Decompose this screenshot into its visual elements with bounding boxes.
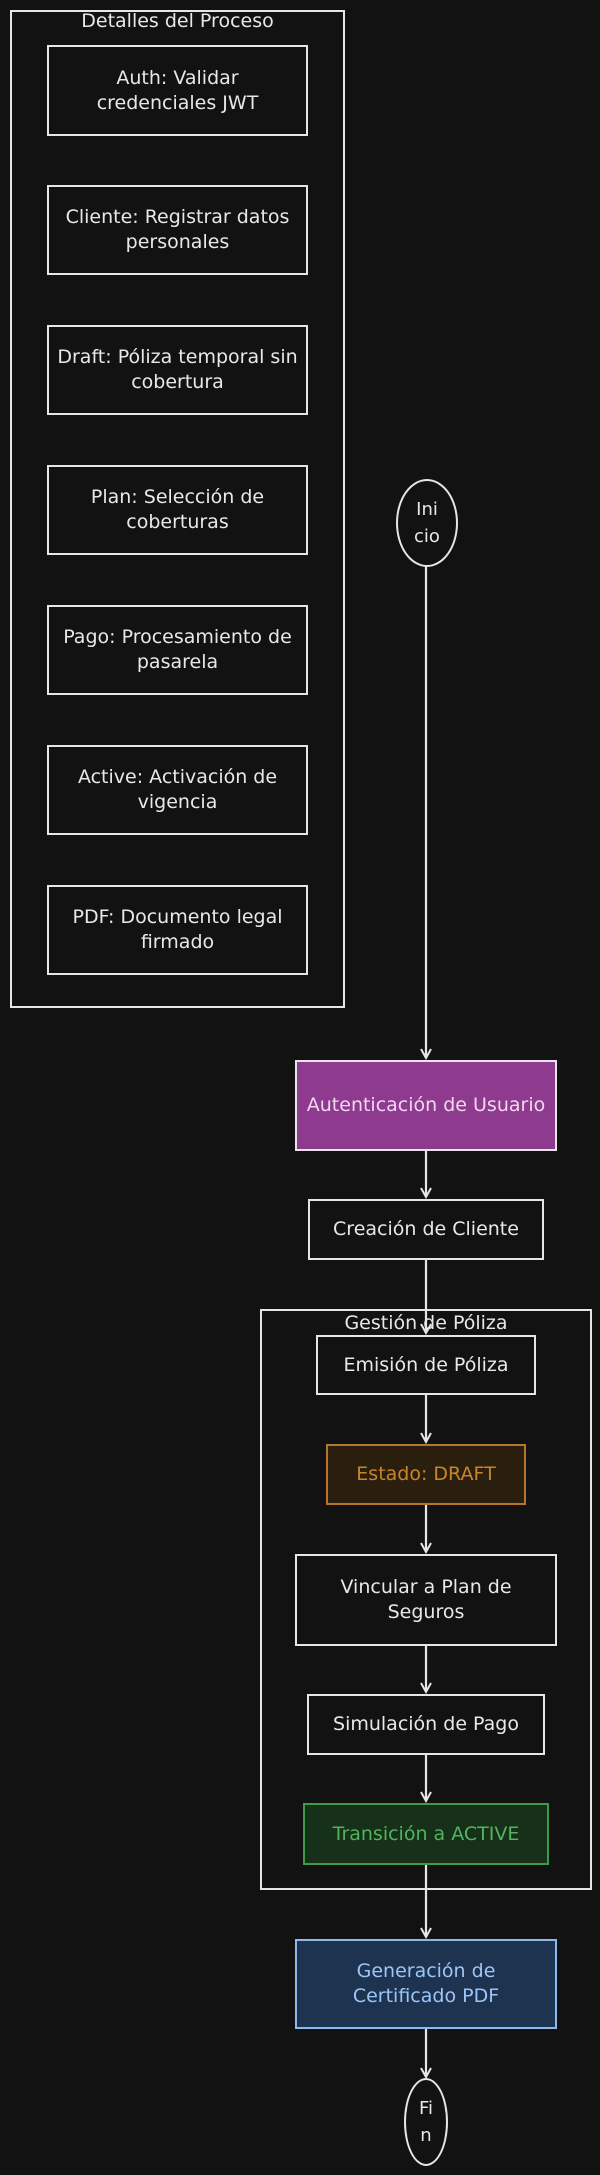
detail-draft: Draft: Póliza temporal sin cobertura (47, 325, 308, 415)
plan-node: Vincular a Plan de Seguros (295, 1554, 557, 1646)
details-group-title: Detalles del Proceso (81, 10, 274, 32)
draft-state-node: Estado: DRAFT (326, 1444, 526, 1505)
details-group: Detalles del Proceso (10, 10, 345, 1008)
certificate-node: Generación de Certificado PDF (295, 1939, 557, 2029)
detail-pdf: PDF: Documento legal firmado (47, 885, 308, 975)
detail-auth: Auth: Validar credenciales JWT (47, 45, 308, 136)
emission-node: Emisión de Póliza (316, 1335, 536, 1395)
detail-pago: Pago: Procesamiento de pasarela (47, 605, 308, 695)
detail-active: Active: Activación de vigencia (47, 745, 308, 835)
payment-node: Simulación de Pago (307, 1694, 545, 1755)
detail-cliente: Cliente: Registrar datos personales (47, 185, 308, 275)
active-state-node: Transición a ACTIVE (303, 1803, 549, 1865)
detail-plan: Plan: Selección de coberturas (47, 465, 308, 555)
policy-group-title: Gestión de Póliza (344, 1312, 508, 1334)
end-node: Fi n (404, 2078, 448, 2166)
client-node: Creación de Cliente (308, 1199, 544, 1260)
start-node: Ini cio (396, 479, 458, 567)
auth-node: Autenticación de Usuario (295, 1060, 557, 1151)
